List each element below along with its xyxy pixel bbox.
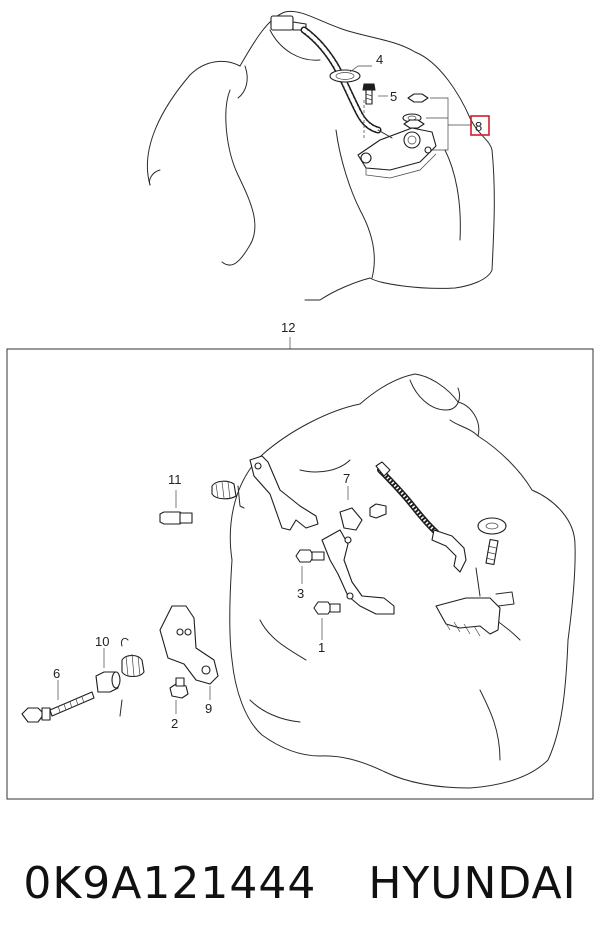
- brand-name: HYUNDAI: [368, 857, 577, 909]
- part-number: 0K9A121444: [23, 857, 317, 909]
- part-2-bolt: [169, 677, 189, 714]
- upper-leader-lines: [349, 65, 472, 151]
- callout-3: 3: [297, 586, 304, 601]
- callout-12: 12: [281, 320, 295, 335]
- callout-9: 9: [205, 701, 212, 716]
- part-3-bolt: [295, 549, 325, 584]
- parking-pawl-assembly: [435, 517, 515, 637]
- part-6-long-bolt: [21, 680, 95, 723]
- callout-10: 10: [95, 634, 109, 649]
- callout-11: 11: [168, 472, 182, 487]
- detent-spring: [211, 480, 245, 509]
- callout-2: 2: [171, 716, 178, 731]
- callout-labels: 4 5 8 12 11 7 3 1 10 6 9 2: [53, 52, 490, 731]
- part-11-pin: [159, 490, 193, 525]
- part-9-bracket: [159, 605, 219, 700]
- callout-4: 4: [376, 52, 383, 67]
- callout-5: 5: [390, 89, 397, 104]
- part-1-bolt: [313, 601, 341, 640]
- callout-7: 7: [343, 471, 350, 486]
- manual-lever: [249, 455, 319, 531]
- callout-6: 6: [53, 666, 60, 681]
- detent-plate: [321, 507, 395, 615]
- part-10-sleeve: [95, 637, 145, 717]
- callout-8: 8: [475, 119, 482, 134]
- callout-8-highlight: [470, 115, 490, 136]
- upper-transmission-housing: [146, 10, 495, 301]
- shift-cable-rod: [375, 461, 467, 573]
- inhibitor-switch: [357, 127, 437, 179]
- parts-diagram: 4 5 8 12 11 7 3 1 10 6 9 2: [6, 10, 594, 800]
- footer-caption: 0K9A121444 HYUNDAI: [0, 848, 600, 918]
- nut-and-washer: [402, 93, 429, 129]
- assembly-box-12: [6, 348, 594, 800]
- sensor-wire-harness: [270, 15, 382, 134]
- lower-transmission-housing: [229, 373, 576, 789]
- part-7-pin: [347, 486, 387, 519]
- callout-1: 1: [318, 640, 325, 655]
- bolt-5: [362, 83, 376, 105]
